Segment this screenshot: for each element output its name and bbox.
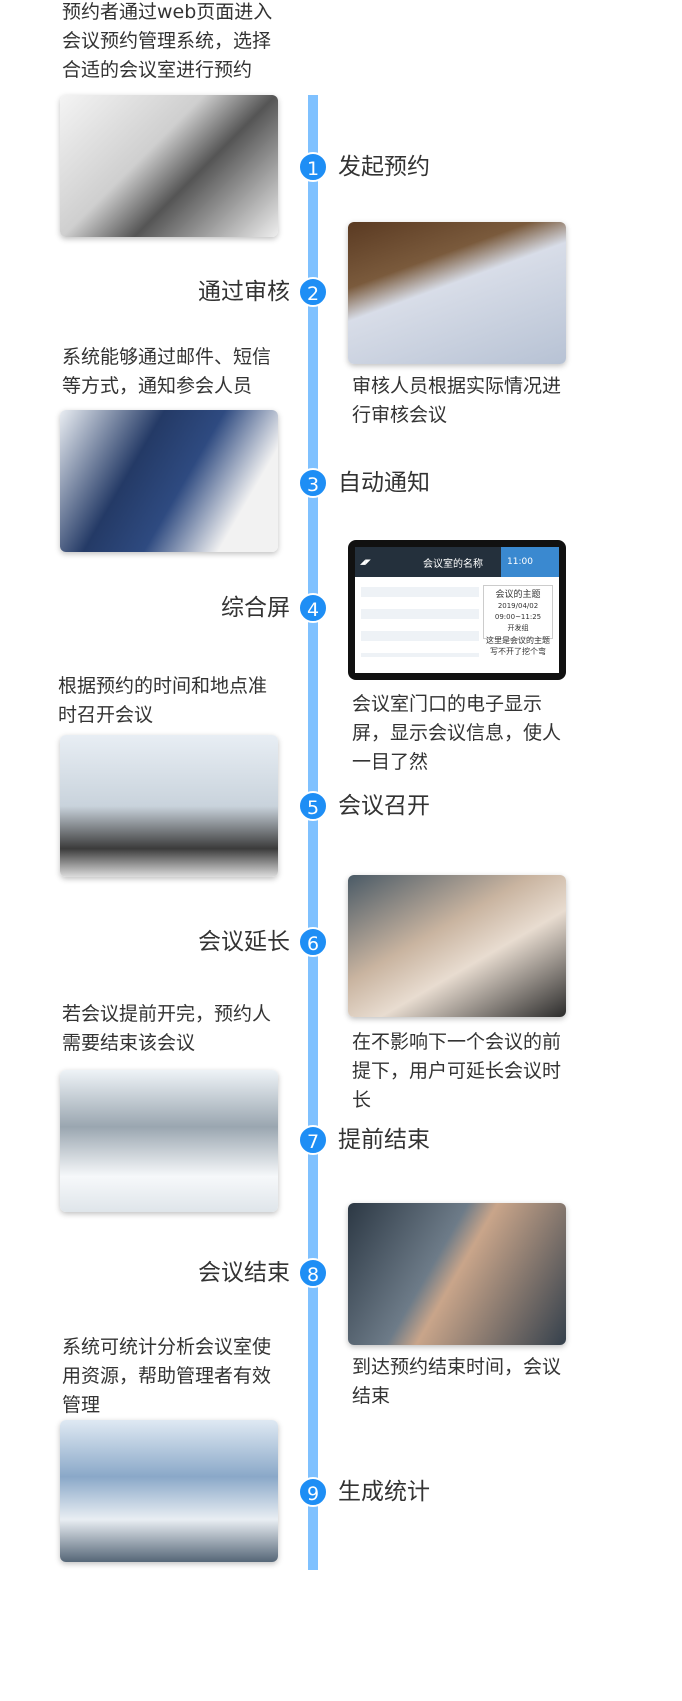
step-6-number: 6: [298, 927, 328, 957]
step-9-description: 系统可统计分析会议室使用资源，帮助管理者有效管理: [62, 1336, 272, 1416]
step-7-photo-office: [60, 1070, 278, 1212]
step-1-photo-laptop: [60, 95, 278, 237]
screen-topic-time: 2019/04/02 09:00~11:25: [494, 602, 542, 621]
screen-room-name: 会议室的名称: [423, 558, 483, 570]
screen-next-meeting: 这里是会议的主题写不开了挖个弯: [486, 636, 550, 656]
screen-current-meeting: 会议的主题 2019/04/02 09:00~11:25 开发组: [483, 585, 553, 639]
step-2-label: 通过审核: [198, 279, 290, 305]
screen-logo: ◢◤: [360, 558, 371, 566]
step-5-description: 根据预约的时间和地点准时召开会议: [58, 675, 268, 726]
step-3-description: 系统能够通过邮件、短信等方式，通知参会人员: [62, 346, 272, 397]
step-2-number: 2: [298, 277, 328, 307]
step-8-description: 到达预约结束时间，会议结束: [352, 1356, 562, 1407]
step-3-photo-businessman: [60, 410, 278, 552]
step-7-description: 若会议提前开完，预约人需要结束该会议: [62, 1003, 272, 1054]
step-2-photo-stamp: [348, 222, 566, 364]
step-4-number: 4: [298, 593, 328, 623]
step-1-label: 发起预约: [338, 154, 430, 180]
step-5-number: 5: [298, 791, 328, 821]
step-8-number: 8: [298, 1258, 328, 1288]
screen-time: 11:00: [501, 547, 559, 577]
screen-schedule-table: [361, 587, 479, 657]
step-8-label: 会议结束: [198, 1260, 290, 1286]
timeline-line: [308, 95, 318, 1570]
step-8-photo-handshake: [348, 1203, 566, 1345]
step-9-photo-statistics: [60, 1420, 278, 1562]
step-5-photo-meeting: [60, 735, 278, 877]
step-6-photo-tablet: [348, 875, 566, 1017]
step-9-label: 生成统计: [338, 1479, 430, 1505]
step-9-number: 9: [298, 1477, 328, 1507]
step-3-number: 3: [298, 468, 328, 498]
step-1-number: 1: [298, 152, 328, 182]
step-3-label: 自动通知: [338, 470, 430, 496]
step-5-label: 会议召开: [338, 793, 430, 819]
screen-topic: 会议的主题: [495, 590, 541, 600]
step-4-description: 会议室门口的电子显示屏，显示会议信息，使人一目了然: [352, 693, 562, 773]
screen-group: 开发组: [507, 624, 529, 632]
step-7-label: 提前结束: [338, 1127, 430, 1153]
step-7-number: 7: [298, 1125, 328, 1155]
step-1-description: 预约者通过web页面进入会议预约管理系统，选择合适的会议室进行预约: [62, 1, 273, 81]
step-4-label: 综合屏: [221, 595, 290, 621]
step-4-display-screen: ◢◤ 会议室的名称 11:00 会议的主题 2019/04/02 09:00~1…: [348, 540, 566, 680]
step-6-label: 会议延长: [198, 929, 290, 955]
step-6-description: 在不影响下一个会议的前提下，用户可延长会议时长: [352, 1031, 562, 1111]
step-2-description: 审核人员根据实际情况进行审核会议: [352, 375, 562, 426]
